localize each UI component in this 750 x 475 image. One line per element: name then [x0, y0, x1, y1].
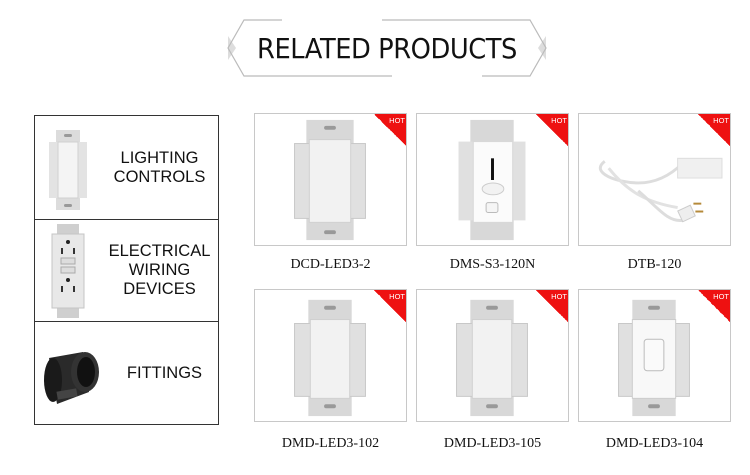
banner-frame-icon: [227, 19, 547, 77]
rocker-dimmer-switch-icon: [294, 299, 366, 417]
product-name[interactable]: DMD-LED3-102: [281, 436, 380, 451]
product-name[interactable]: DMS-S3-120N: [449, 257, 536, 272]
product-card-dmd-led3-102[interactable]: HOT: [254, 289, 407, 422]
rocker-dimmer-switch-icon: [294, 119, 366, 241]
gfci-outlet-icon: [35, 220, 105, 321]
product-card-dms-s3-120n[interactable]: HOT: [416, 113, 569, 246]
category-label: ELECTRICAL WIRING DEVICES: [108, 242, 211, 298]
product-card-dmd-led3-105[interactable]: HOT: [416, 289, 569, 422]
conduit-fitting-icon: [35, 322, 115, 424]
hot-badge: HOT: [535, 290, 568, 323]
hot-badge: HOT: [373, 290, 406, 323]
hot-badge: HOT: [697, 114, 730, 147]
dimmer-switch-icon: [35, 116, 105, 219]
slide-dimmer-switch-icon: [458, 119, 526, 241]
rocker-dimmer-switch-icon: [456, 299, 528, 417]
category-lighting-controls[interactable]: LIGHTING CONTROLS: [35, 116, 218, 219]
page-title: RELATED PRODUCTS: [257, 31, 517, 65]
product-name[interactable]: DMD-LED3-105: [443, 436, 542, 451]
category-label: FITTINGS: [126, 363, 203, 382]
hot-badge: HOT: [373, 114, 406, 147]
product-name[interactable]: DTB-120: [627, 257, 682, 272]
hot-badge: HOT: [535, 114, 568, 147]
product-card-dtb-120[interactable]: HOT: [578, 113, 731, 246]
product-card-dmd-led3-104[interactable]: HOT: [578, 289, 731, 422]
category-panel: LIGHTING CONTROLS ELECTRICAL WIRING DEVI…: [34, 115, 219, 425]
paddle-dimmer-switch-icon: [618, 299, 690, 417]
product-name[interactable]: DMD-LED3-104: [605, 436, 704, 451]
hot-badge: HOT: [697, 290, 730, 323]
category-label: LIGHTING CONTROLS: [113, 148, 206, 186]
category-fittings[interactable]: FITTINGS: [35, 321, 218, 424]
cord-extension-box-icon: [598, 157, 723, 223]
product-name[interactable]: DCD-LED3-2: [290, 257, 371, 272]
product-card-dcd-led3-2[interactable]: HOT: [254, 113, 407, 246]
related-products-banner: RELATED PRODUCTS: [222, 18, 552, 78]
category-electrical-wiring-devices[interactable]: ELECTRICAL WIRING DEVICES: [35, 219, 218, 321]
